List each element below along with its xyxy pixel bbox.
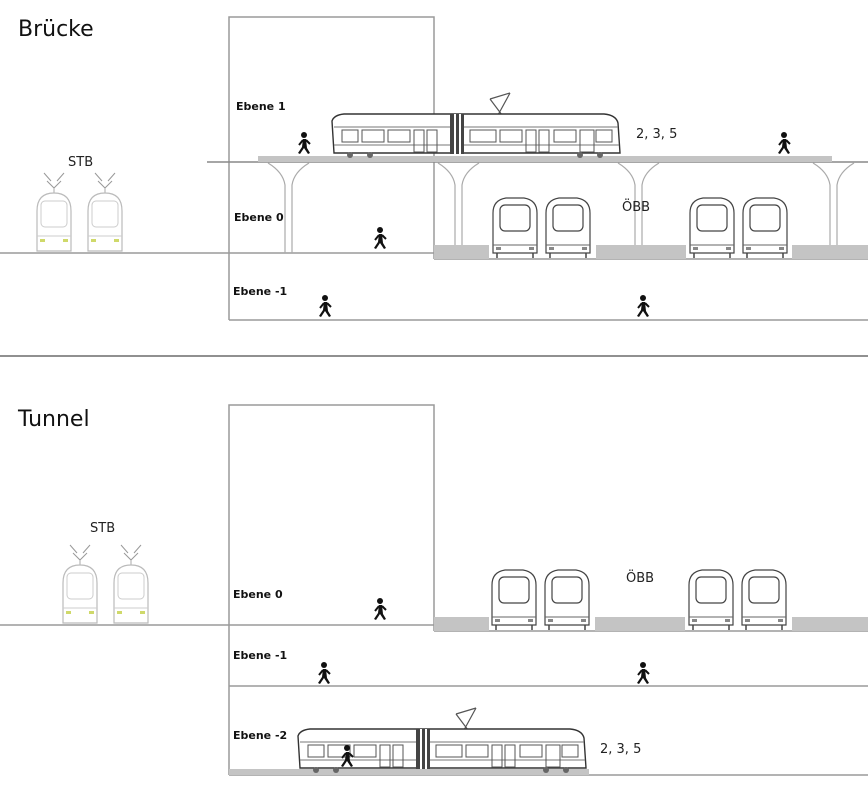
level-label: Ebene 0 — [233, 588, 283, 601]
stb-tram-icon — [113, 544, 149, 624]
platform — [792, 617, 868, 631]
stb-tram-icon — [62, 544, 98, 624]
level-label: Ebene -2 — [233, 729, 287, 742]
train-front-icon — [492, 197, 538, 259]
platform — [595, 617, 685, 631]
pedestrian-icon — [777, 131, 791, 155]
pedestrian-icon — [318, 294, 332, 318]
train-front-icon — [742, 197, 788, 259]
building-outline — [228, 404, 435, 775]
stb-label: STB — [90, 521, 115, 536]
building-outline — [228, 16, 435, 165]
pedestrian-icon — [373, 597, 387, 621]
obb-label: ÖBB — [622, 198, 650, 215]
train-front-icon — [741, 569, 787, 631]
pedestrian-icon — [636, 294, 650, 318]
section-title: Brücke — [18, 17, 94, 42]
platform — [596, 245, 686, 259]
obb-label: ÖBB — [626, 569, 654, 586]
stb-tram-icon — [87, 172, 123, 252]
tram-lines-label: 2, 3, 5 — [636, 127, 677, 142]
pedestrian-icon — [297, 131, 311, 155]
upper-platform — [258, 156, 832, 162]
platform — [792, 245, 868, 259]
pedestrian-icon — [636, 661, 650, 685]
level-label: Ebene -1 — [233, 649, 287, 662]
tram-icon — [297, 707, 587, 774]
train-front-icon — [545, 197, 591, 259]
level-label: Ebene 1 — [236, 100, 286, 113]
section-tunnel: Tunnel Ebene 0 Ebene -1 Ebene -2 2, 3, 5… — [0, 404, 868, 776]
train-front-icon — [491, 569, 537, 631]
lower-platform — [229, 769, 589, 775]
train-front-icon — [544, 569, 590, 631]
stb-label: STB — [68, 155, 93, 170]
tram-lines-label: 2, 3, 5 — [600, 742, 641, 757]
section-bruecke: Brücke Ebene 1 Ebene 0 Ebene -1 2, 3, 5 — [0, 16, 868, 321]
train-front-icon — [688, 569, 734, 631]
bridge-pillars — [267, 162, 855, 253]
tram-icon — [331, 92, 621, 159]
section-title: Tunnel — [17, 407, 90, 432]
platform — [434, 617, 489, 631]
level-label: Ebene 0 — [234, 211, 284, 224]
platform — [434, 245, 489, 259]
pedestrian-icon — [317, 661, 331, 685]
pedestrian-icon — [373, 226, 387, 250]
stb-tram-icon — [36, 172, 72, 252]
level-label: Ebene -1 — [233, 285, 287, 298]
train-front-icon — [689, 197, 735, 259]
